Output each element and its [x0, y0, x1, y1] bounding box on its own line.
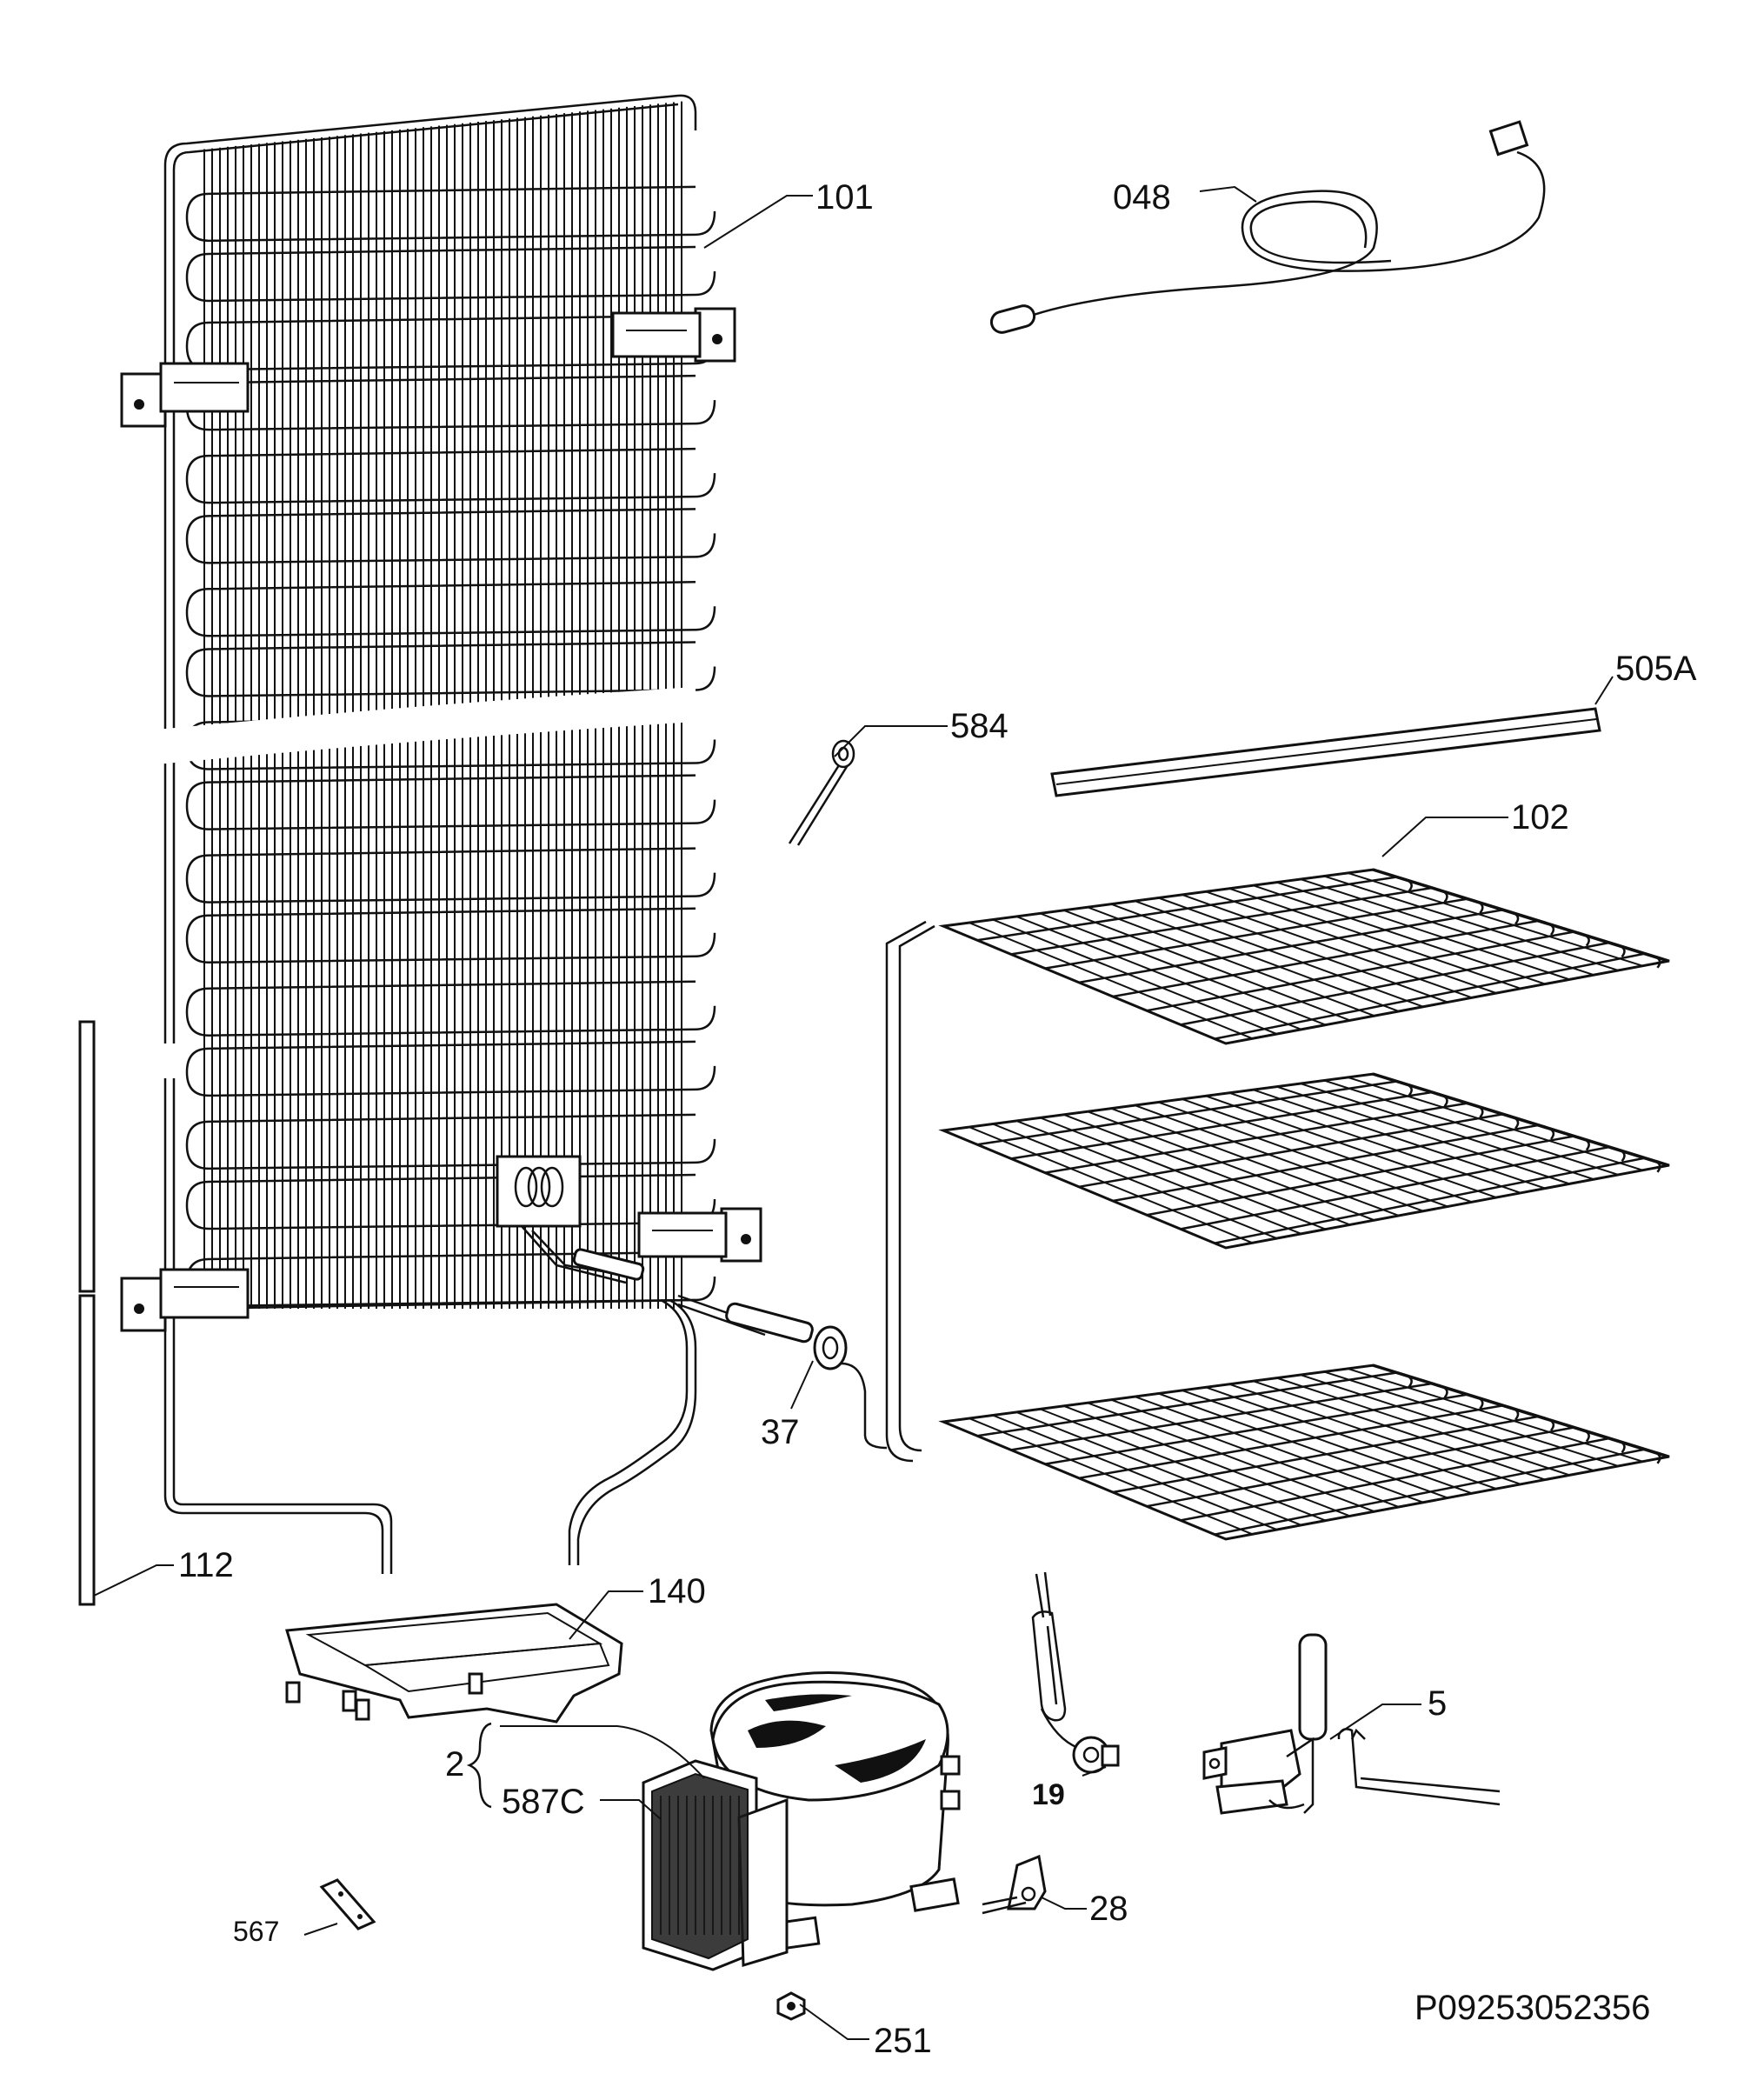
callout-19: 19 — [1032, 1778, 1065, 1811]
clip-584 — [788, 739, 855, 846]
condenser-bracket — [120, 1268, 250, 1332]
condenser-bracket — [120, 362, 250, 428]
side-tube-112 — [78, 1020, 96, 1606]
valve-5 — [1202, 1633, 1501, 1815]
callout-251: 251 — [874, 2022, 932, 2060]
callout-labels: 101 048 505A 584 102 37 112 140 2 587C 1… — [178, 178, 1697, 2060]
rod-505A — [1050, 707, 1601, 797]
callout-2: 2 — [445, 1745, 464, 1784]
condenser-coil — [120, 94, 762, 1574]
callout-112: 112 — [178, 1546, 234, 1584]
diagram-code: P09253052356 — [1415, 1989, 1650, 2027]
heater-19 — [1031, 1571, 1120, 1774]
nut-251 — [776, 1991, 806, 2021]
callout-28: 28 — [1089, 1890, 1128, 1928]
drip-tray-140 — [285, 1603, 623, 1724]
callout-584: 584 — [950, 707, 1008, 745]
callout-505A: 505A — [1615, 650, 1697, 688]
clip-28 — [982, 1854, 1047, 1915]
callout-37: 37 — [761, 1413, 800, 1451]
callout-101: 101 — [815, 178, 874, 217]
callout-140: 140 — [648, 1572, 706, 1610]
condenser-bracket — [611, 307, 736, 363]
condenser-bracket — [637, 1207, 762, 1263]
sensor-cable — [989, 120, 1546, 334]
relay-587C — [642, 1759, 789, 1971]
callout-567: 567 — [233, 1916, 279, 1947]
capillary-37 — [521, 1225, 848, 1370]
callout-048: 048 — [1113, 178, 1171, 217]
callout-5: 5 — [1428, 1684, 1447, 1723]
callout-102: 102 — [1511, 798, 1569, 837]
evaporator-shelves — [829, 868, 1670, 1541]
callout-587C: 587C — [502, 1783, 585, 1821]
plate-567 — [319, 1878, 376, 1930]
leader-lines — [93, 185, 1614, 2040]
